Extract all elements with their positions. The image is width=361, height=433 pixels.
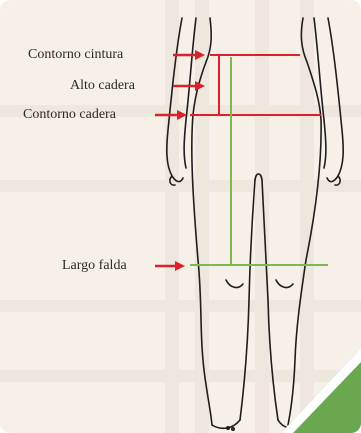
label-hip-circumference: Contorno cadera (23, 107, 116, 123)
corner-decoration (281, 348, 361, 433)
skirt-length-arrow-icon (155, 261, 185, 271)
label-hip-height: Alto cadera (70, 78, 135, 94)
label-waist-circumference: Contorno cintura (28, 47, 123, 63)
hip-arrow-icon (155, 110, 187, 120)
hip-height-arrow-icon (173, 81, 205, 91)
waist-arrow-icon (173, 50, 205, 60)
label-skirt-length: Largo falda (62, 258, 127, 274)
